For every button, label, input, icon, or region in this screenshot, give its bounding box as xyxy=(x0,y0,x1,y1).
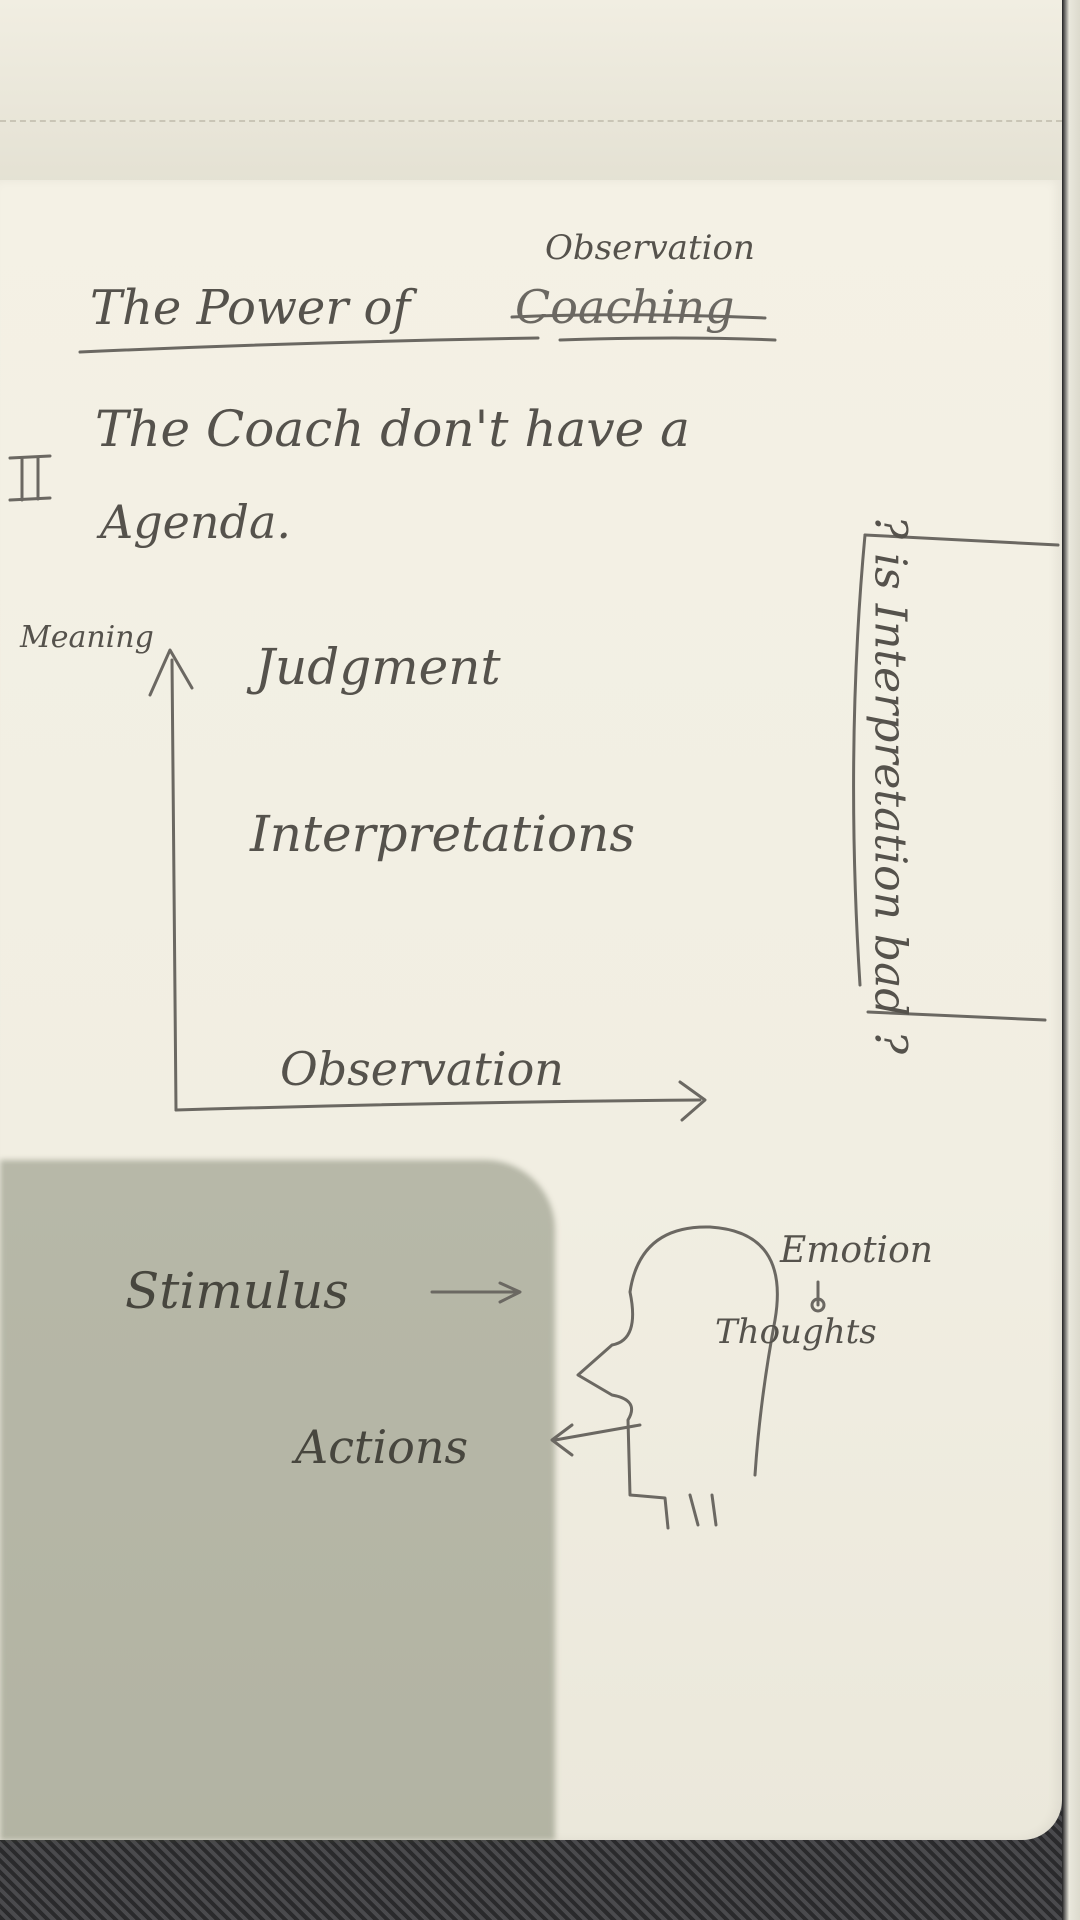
title-correction: Observation xyxy=(545,228,755,268)
diagram-label-interpretations: Interpretations xyxy=(250,805,635,863)
note-box-top xyxy=(863,533,1060,547)
head-profile xyxy=(576,1225,779,1530)
flow-emotion: Emotion xyxy=(780,1230,933,1271)
vertical-axis xyxy=(170,658,178,1112)
flow-stimulus: Stimulus xyxy=(125,1262,349,1320)
horizontal-axis-label: Observation xyxy=(280,1042,564,1096)
stimulus-arrow-head xyxy=(498,1281,522,1304)
strike-through-line xyxy=(510,313,767,320)
numeral-ii-mark xyxy=(8,454,52,502)
diagram-label-judgment: Judgment xyxy=(255,638,501,696)
background-edge xyxy=(1062,0,1080,1920)
numeral-text: II xyxy=(8,448,9,449)
flow-thoughts: Thoughts xyxy=(715,1312,877,1352)
title-prefix: The Power of xyxy=(90,280,411,336)
horizontal-axis-arrow xyxy=(678,1080,707,1122)
horizontal-axis xyxy=(174,1098,702,1112)
notebook-page xyxy=(0,180,1062,1840)
hand-shadow xyxy=(0,1160,555,1840)
body-line-1: The Coach don't have a xyxy=(95,400,690,458)
previous-page-edge xyxy=(0,0,1062,187)
boxed-note: ? is Interpretation bad ? xyxy=(864,515,916,1055)
title-underline-1 xyxy=(78,336,540,354)
body-line-2: Agenda. xyxy=(100,495,292,549)
vertical-axis-arrow xyxy=(148,648,194,697)
arrow-knot xyxy=(810,1297,826,1313)
flow-actions: Actions xyxy=(295,1420,469,1474)
title-struck-word: Coaching xyxy=(515,280,735,334)
perforation-line xyxy=(0,120,1062,122)
title-underline-2 xyxy=(558,336,777,342)
note-box-left xyxy=(852,533,867,987)
actions-arrow-head xyxy=(550,1423,574,1457)
vertical-axis-label: Meaning xyxy=(20,620,154,655)
note-box-bottom xyxy=(866,1010,1047,1022)
actions-arrow xyxy=(553,1423,642,1442)
